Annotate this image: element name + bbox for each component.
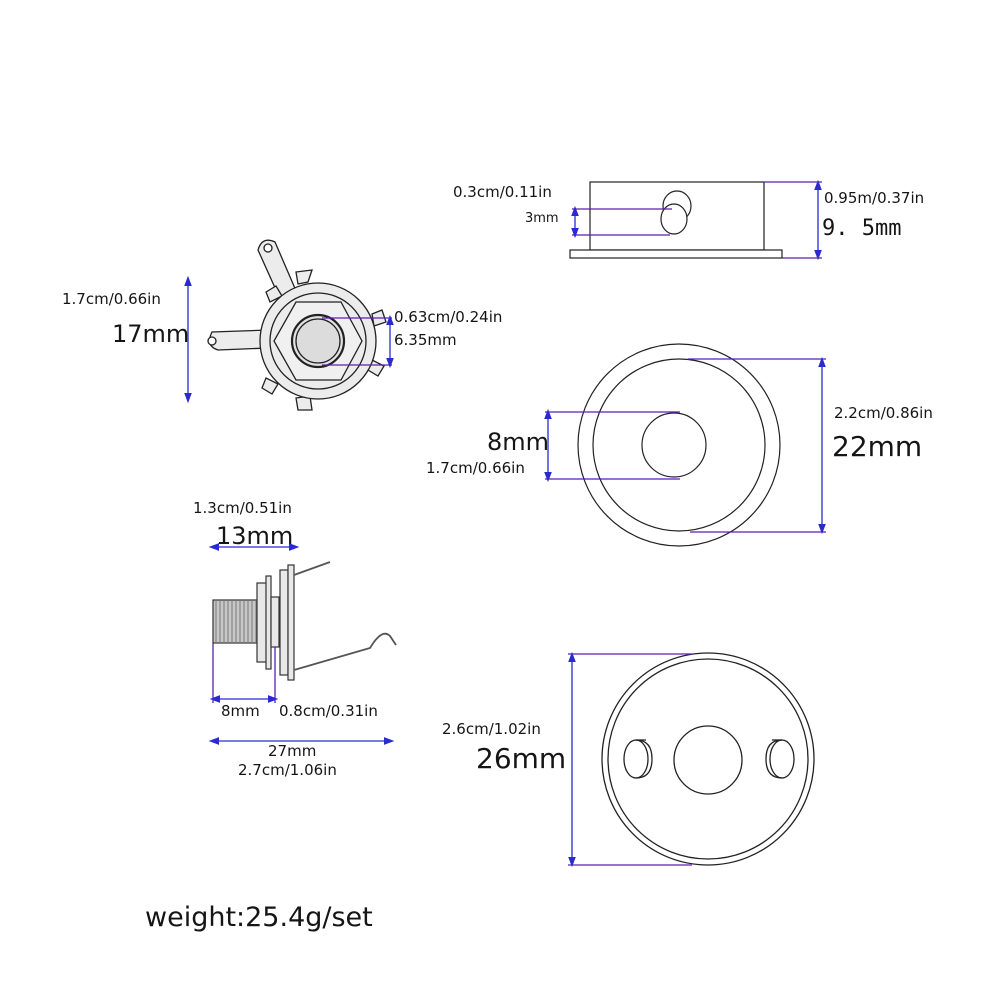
plate-diameter-label-mm: 26mm	[476, 742, 567, 775]
washer-outer-label-mm: 22mm	[832, 430, 923, 463]
plate-height-label-metric: 0.95m/0.37in	[824, 189, 925, 207]
weight-caption: weight:25.4g/set	[145, 902, 373, 933]
bore-label-metric: 0.63cm/0.24in	[394, 308, 503, 326]
jack-side-illustration	[212, 564, 295, 681]
plate-height-label-mm: 9. 5mm	[822, 216, 902, 241]
pin-label-mm: 3mm	[525, 211, 559, 226]
washer-hole-label-mm: 8mm	[487, 428, 550, 456]
jack-side-dimensions	[208, 543, 395, 745]
thread-label-mm: 13mm	[216, 522, 294, 550]
plate-diameter-label-metric: 2.6cm/1.02in	[442, 720, 541, 738]
shaft-label-metric: 0.8cm/0.31in	[279, 702, 378, 720]
plate-side-dimensions	[571, 179, 822, 261]
plate-front-illustration	[601, 652, 815, 866]
plate-front-dimensions	[568, 651, 692, 868]
washer-illustration	[577, 343, 781, 547]
washer-hole-label-metric: 1.7cm/0.66in	[426, 459, 525, 477]
total-length-label-metric: 2.7cm/1.06in	[238, 761, 337, 779]
bore-label-mm: 6.35mm	[394, 331, 457, 349]
thread-label-metric: 1.3cm/0.51in	[193, 499, 292, 517]
jack-height-label-metric: 1.7cm/0.66in	[62, 290, 161, 308]
jack-front-dimensions	[184, 275, 394, 404]
jack-side-wires	[293, 561, 397, 671]
shaft-label-mm: 8mm	[221, 702, 260, 720]
plate-side-profile	[569, 181, 783, 259]
pin-label-metric: 0.3cm/0.11in	[453, 183, 552, 201]
jack-height-label-mm: 17mm	[112, 320, 190, 348]
jack-front-illustration	[207, 239, 387, 411]
total-length-label-mm: 27mm	[268, 742, 317, 760]
washer-outer-label-metric: 2.2cm/0.86in	[834, 404, 933, 422]
washer-dimensions	[544, 356, 826, 535]
